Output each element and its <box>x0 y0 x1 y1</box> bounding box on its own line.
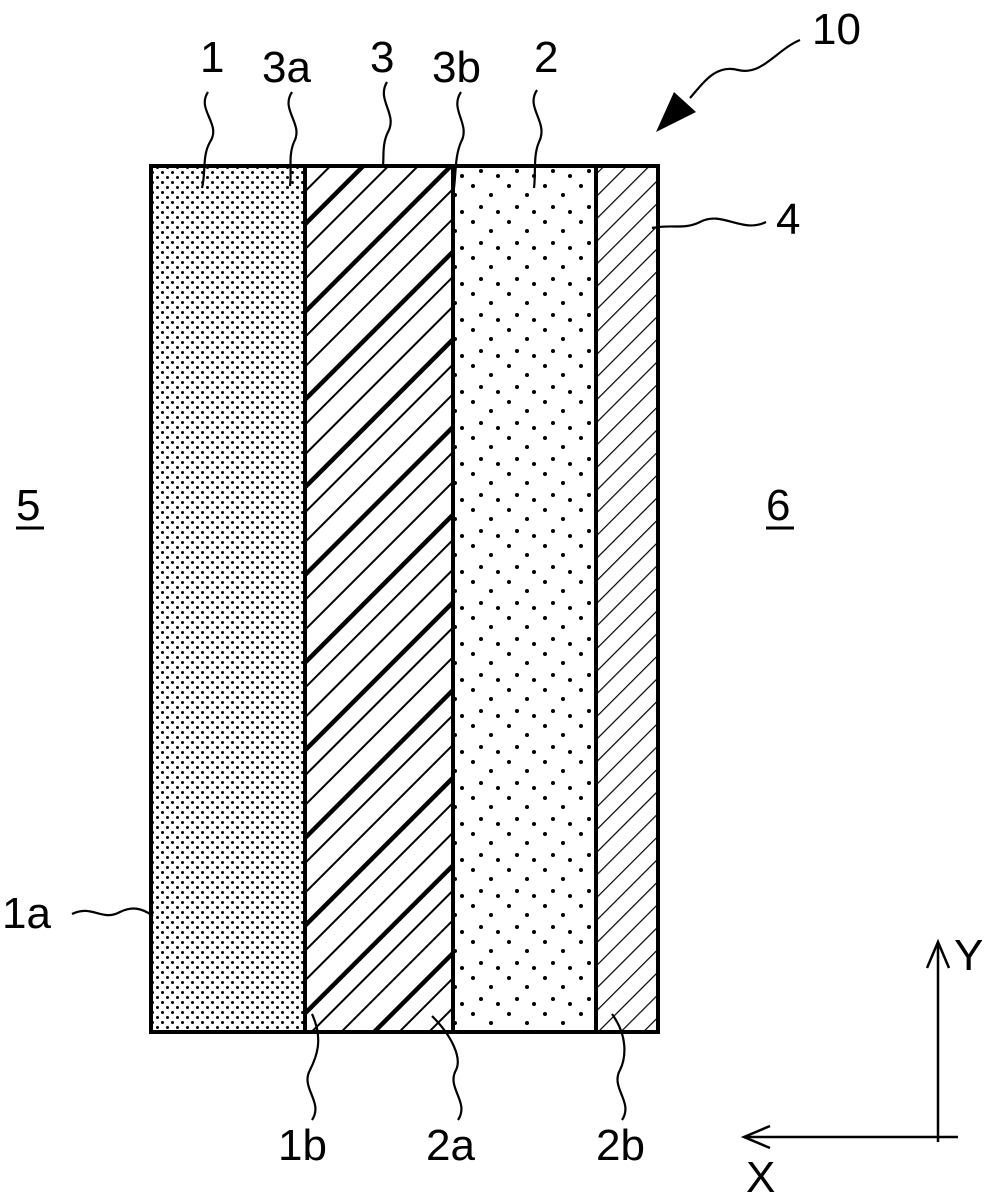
label-layer-3: 3 <box>370 33 394 82</box>
leader-4 <box>651 217 767 230</box>
leader-10 <box>689 38 801 99</box>
layer-1 <box>151 166 305 1032</box>
label-surface-1a: 1a <box>2 889 51 938</box>
x-axis-arrowhead <box>740 1124 771 1150</box>
leader-2a <box>431 1015 463 1121</box>
layer-3 <box>305 166 453 1032</box>
leader-3b <box>452 91 465 189</box>
label-layer-2: 2 <box>534 33 558 82</box>
label-layer-4: 4 <box>776 195 800 244</box>
outer-frame <box>149 164 660 1034</box>
leader-2b <box>611 1013 627 1121</box>
label-region-6: 6 <box>766 481 790 530</box>
leader-1b <box>306 1013 320 1121</box>
label-axis-y: Y <box>954 931 983 980</box>
leader-1 <box>200 91 215 189</box>
arrow-10-head <box>656 92 696 132</box>
leader-3a <box>287 91 298 187</box>
leader-2 <box>532 89 543 189</box>
y-axis-arrowhead <box>925 938 951 969</box>
label-region-5: 5 <box>16 481 40 530</box>
leader-3 <box>381 81 392 167</box>
label-axis-x: X <box>746 1153 775 1198</box>
layer-2 <box>453 166 596 1032</box>
label-surface-3b: 3b <box>432 43 481 92</box>
label-10: 10 <box>812 5 861 54</box>
label-surface-3a: 3a <box>262 43 311 92</box>
layer-4 <box>596 166 658 1032</box>
label-surface-2b: 2b <box>596 1121 645 1170</box>
label-surface-2a: 2a <box>426 1121 475 1170</box>
label-surface-1b: 1b <box>278 1121 327 1170</box>
leader-1a <box>71 907 154 917</box>
label-layer-1: 1 <box>200 33 224 82</box>
